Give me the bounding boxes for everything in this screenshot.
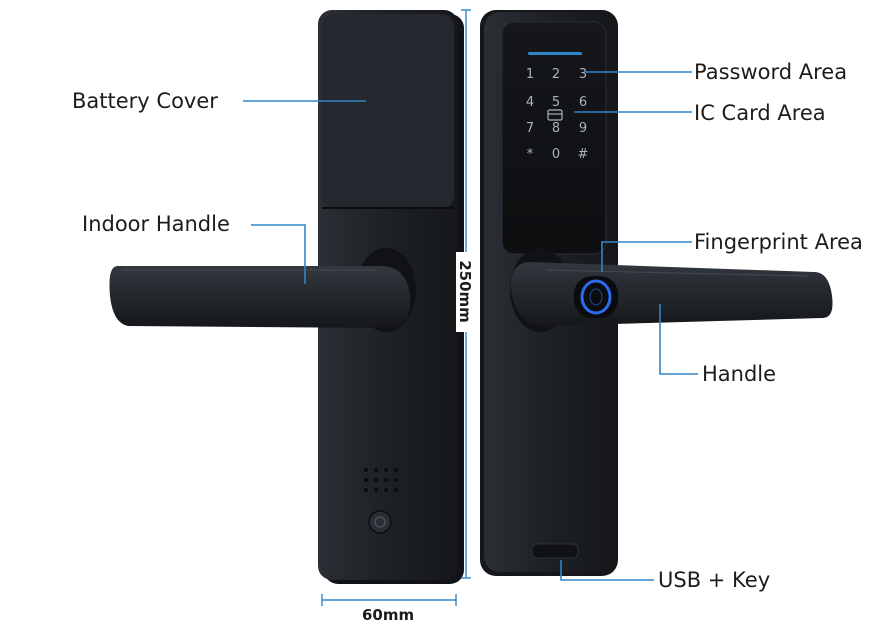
keypad: 1 2 3 4 5 6 7 8 9 * 0 # (526, 67, 589, 162)
width-dimension-label: 60mm (362, 606, 415, 624)
keypad-key: 7 (526, 121, 534, 136)
label-battery-cover: Battery Cover (72, 89, 218, 113)
ic-card-icon (547, 109, 563, 121)
speaker-grille (364, 468, 398, 492)
keypad-key: 6 (579, 95, 587, 110)
keypad-key: 9 (579, 121, 587, 136)
keypad-key: 5 (552, 95, 560, 110)
leader-lines (243, 71, 698, 581)
outdoor-unit: 1 2 3 4 5 6 7 8 9 * 0 # (480, 10, 833, 576)
outdoor-handle-icon (510, 248, 833, 332)
keypad-key: 2 (552, 67, 560, 82)
keypad-key: 0 (552, 147, 560, 162)
label-usb-key: USB + Key (658, 568, 771, 592)
leader-usb-key (560, 560, 654, 581)
usb-key-port (531, 543, 579, 559)
leader-fingerprint-area (601, 241, 692, 272)
keypad-key: 3 (579, 67, 587, 82)
indicator-light (528, 52, 582, 55)
height-dimension-label: 250mm (455, 260, 474, 323)
label-password-area: Password Area (694, 60, 848, 84)
keypad-key: 1 (526, 67, 534, 82)
label-indoor-handle: Indoor Handle (82, 212, 230, 236)
label-fingerprint-area: Fingerprint Area (694, 230, 863, 254)
fingerprint-sensor-icon (574, 276, 618, 318)
keypad-key: * (527, 147, 534, 162)
reset-button-icon (368, 510, 392, 534)
indoor-unit (109, 10, 464, 584)
keypad-key: 8 (552, 121, 560, 136)
label-ic-card-area: IC Card Area (694, 101, 826, 125)
leader-indoor-handle (251, 224, 306, 284)
touch-screen (501, 21, 607, 255)
keypad-key: # (578, 147, 589, 162)
battery-cover-panel (322, 14, 454, 208)
label-handle: Handle (702, 362, 777, 386)
indoor-handle-icon (109, 248, 416, 332)
leader-handle (659, 304, 698, 375)
keypad-key: 4 (526, 95, 534, 110)
